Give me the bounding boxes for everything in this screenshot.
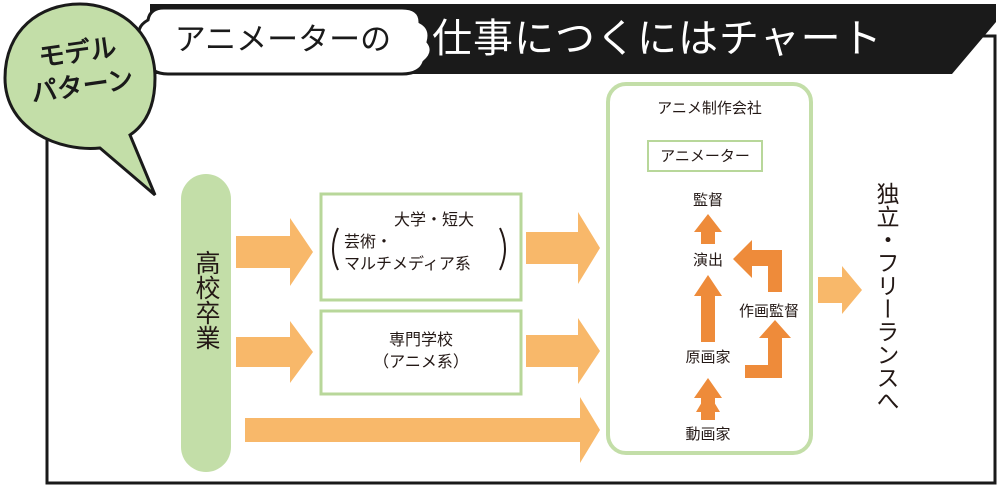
- role-animation-director: 作画監督: [738, 302, 799, 320]
- vocational-box: [319, 309, 523, 396]
- arrow-up-2: [694, 275, 722, 342]
- arrow-key-to-animdir: [745, 320, 791, 378]
- company-box: [606, 82, 813, 455]
- university-line1: 大学・短大: [393, 210, 474, 229]
- arrow-to-university: [236, 218, 313, 286]
- arrow-to-independence: [818, 266, 862, 314]
- model-pattern-badge: [3, 2, 157, 197]
- university-line3: マルチメディア系: [344, 254, 471, 273]
- role-episode-director: 演出: [692, 251, 723, 269]
- arrow-up-3: [694, 214, 722, 244]
- role-director: 監督: [692, 191, 723, 209]
- independence-label: 独立・フリーランスへ: [872, 182, 898, 412]
- cloud-bubble: [137, 6, 433, 76]
- company-label: アニメ制作会社: [657, 99, 762, 117]
- vocational-line1: 専門学校: [388, 330, 453, 349]
- arrow-direct-to-company: [245, 397, 600, 463]
- arrow-up-1: [694, 378, 722, 420]
- arrow-to-vocational: [236, 321, 313, 383]
- page-title: 仕事につくにはチャート: [432, 16, 883, 62]
- vocational-line2: （アニメ系）: [373, 352, 469, 371]
- university-line2: 芸術・: [344, 232, 393, 251]
- university-text: 大学・短大 芸術・ マルチメディア系: [344, 209, 504, 275]
- role-key-animator: 原画家: [685, 348, 731, 366]
- high-school-label: 高校卒業: [192, 250, 221, 350]
- arrow-animdir-to-episode: [733, 240, 782, 292]
- animator-label: アニメーター: [660, 147, 750, 165]
- high-school-pill: [181, 174, 231, 472]
- arrow-vocational-to-company: [526, 318, 600, 384]
- animator-label-box: [647, 140, 763, 172]
- role-inbetweener: 動画家: [685, 425, 731, 443]
- vocational-text: 専門学校 （アニメ系）: [321, 329, 521, 373]
- arrow-university-to-company: [526, 212, 600, 284]
- university-box: [319, 192, 523, 302]
- right-paren: [499, 227, 506, 271]
- left-paren: [332, 227, 339, 271]
- bubble-text: アニメーターの: [174, 22, 392, 58]
